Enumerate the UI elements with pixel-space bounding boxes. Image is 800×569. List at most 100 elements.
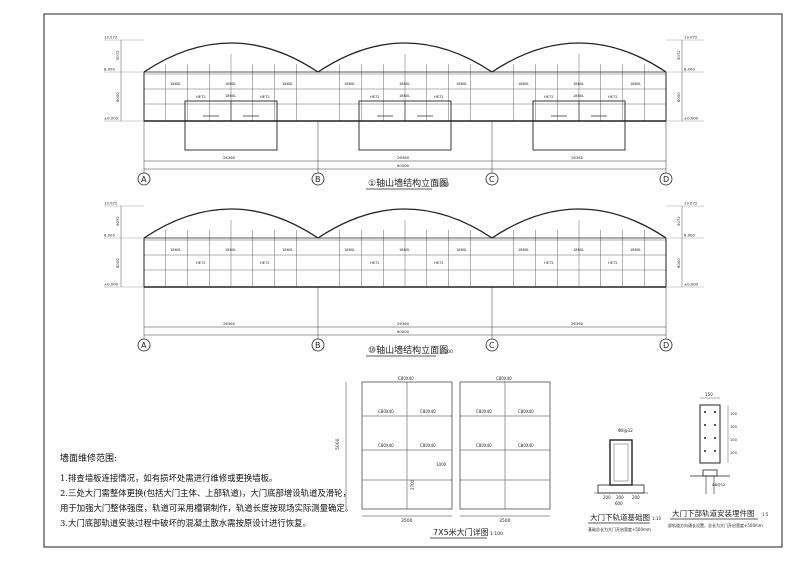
total-dim: 80000 [397,163,410,168]
embed-plate [699,404,721,464]
door-height-dim: 5000 [335,438,341,450]
foundation-rebar-tag: Φ8@12 [618,428,633,433]
panel-label: 1860L [399,82,410,86]
panel-label: 1860L [282,82,293,86]
note-item: 2.三处大门需整体更换(包括大门主体、上部轨道)，大门底部增设轨道及滑轮， [60,488,351,498]
roof-arch [317,42,493,73]
panel-label: 1860L [456,82,467,86]
member-label: HE72 [370,261,380,265]
vdim-text: 5072 [115,50,120,60]
member-label: HE72 [260,261,270,265]
panel-label: 1860L [399,248,410,252]
axis-bubble [659,338,673,352]
span-dim: 26360 [223,155,236,160]
elevation-10-scale: 1:100 [440,349,453,355]
door-detail-title: 7X5米大门详图 [433,527,489,537]
embed-dim-2: 100 [730,412,738,416]
panel-label: 1860L [170,82,181,86]
axis-bubble [485,338,499,352]
door-member-label: C80X40 [420,443,436,448]
panel-label: 1860L [518,82,529,86]
roof-arch [143,42,319,73]
member-label: HE72 [196,95,206,99]
foundation-dim-2: 300 [616,495,624,500]
member-label: HE72 [434,261,444,265]
panel-label: 1860L [225,248,236,252]
door-label: 1860L [399,94,410,98]
door-member-label: C80X40 [518,443,534,448]
rail-embed-title: 大门下部轨道安装埋件图 [672,508,755,518]
level-left: 8.000 [104,67,115,72]
note-item: 1.排查墙板连接情况，如有损坏处需进行维修或更换墙板。 [60,473,278,483]
member-label: HE72 [434,95,444,99]
axis-label: C [489,341,495,350]
note-item: 用于加强大门整体强度，轨道可采用槽钢制作，轨道长度按现场实际测量确定。 [60,503,354,513]
foundation-dim-1: 200 [603,495,611,500]
level-right: 8.000 [684,67,695,72]
elevation-1-title: ①轴山墙结构立面图 [368,177,448,189]
door-label: 1860L [225,94,236,98]
door-width-dim-right: 3500 [499,518,511,524]
member-label: HE72 [544,261,554,265]
axis-bubble [659,172,673,186]
door-member-label: C80X40 [476,443,492,448]
panel-label: 1860L [630,82,641,86]
member-label: HE72 [544,95,554,99]
embed-rebar-tag: Φ8@12 [712,483,725,487]
axis-label: C [489,175,495,184]
axis-bubble [137,338,151,352]
vdim-text: 5072 [676,216,681,226]
vdim-text: 8000 [676,258,681,268]
elevation-axis-1: 1860L 1860L 1860L HE72 HE72 1860L 1860L 1860L 18… [104,35,704,186]
axis-bubble [137,172,151,186]
embed-dim-3: 100 [730,425,738,429]
door-inner-dim-1: 1000 [436,462,447,467]
panel-label: 1860L [573,248,584,252]
total-dim: 80000 [397,329,410,334]
rail-embed-note: 部轨道方向通长设置，总长为大门开启宽度+500mm [668,522,763,528]
door-member-label: C80X40 [518,409,534,414]
door-member-label: C80X40 [496,376,512,381]
level-left: 13.072 [104,35,118,40]
note-item: 3.大门底部轨道安装过程中破坏的混凝土散水需按原设计进行恢复。 [60,518,311,528]
rail-foundation-note: 基础总长为大门开启宽度+500mm [588,526,651,532]
level-right: ±0.000 [684,116,699,121]
door-label: 1860L [573,94,584,98]
span-dim: 26360 [223,321,236,326]
level-left: 8.000 [104,233,115,238]
vdim-text: 8000 [676,92,681,102]
panel-label: 1860L [344,82,355,86]
axis-label: A [141,341,147,350]
door-member-label: C80X40 [398,376,414,381]
span-dim: 26360 [397,321,410,326]
door-member-label: C80X40 [378,409,394,414]
panel-label: 1860L [282,248,293,252]
vdim-text: 5072 [676,50,681,60]
foundation-dim-3: 200 [632,495,640,500]
door-detail-scale: 1:100 [490,531,503,537]
door-detail: 5000 3500 3500 1000 2700 C80X40 C80X40 C… [335,376,551,539]
foundation-dim-4: 600 [615,501,623,506]
axis-label: A [141,175,147,184]
level-right: ±0.000 [684,282,699,287]
axis-bubble [311,172,325,186]
member-label: HE72 [196,261,206,265]
foundation-section [609,439,633,486]
level-left: ±0.000 [104,282,119,287]
roof-arch [143,208,319,239]
embed-dim-1: 150 [705,392,713,397]
axis-label: B [315,175,321,184]
member-label: HE72 [608,261,618,265]
axis-bubble [485,172,499,186]
panel-label: 1860L [456,248,467,252]
member-label: HE72 [370,95,380,99]
panel-label: 1860L [573,82,584,86]
member-label: HE72 [608,95,618,99]
sheet-border [43,13,783,548]
span-dim: 26360 [397,155,410,160]
axis-label: D [663,341,669,350]
span-dim: 26360 [571,321,584,326]
